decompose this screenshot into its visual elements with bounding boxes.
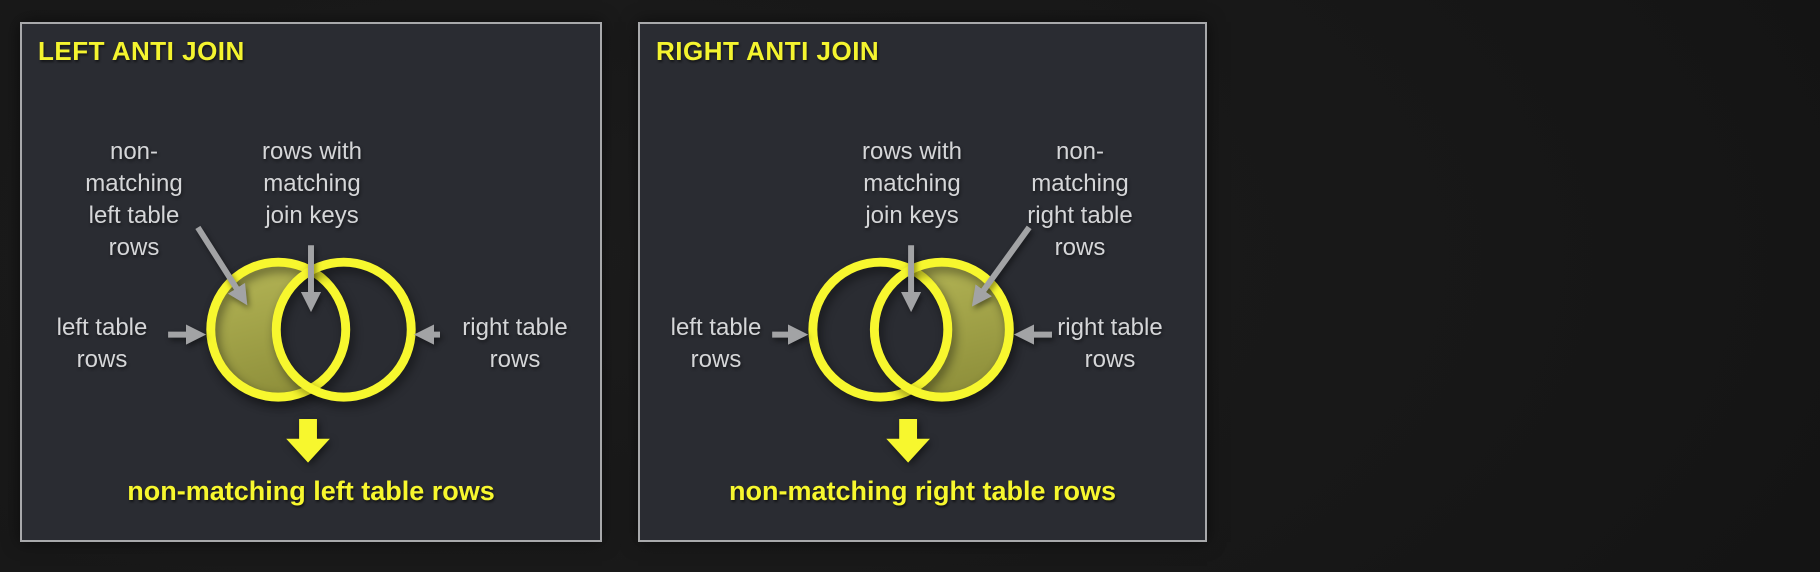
right-table-rows-label: right table rows — [1057, 314, 1163, 373]
result-down-arrow-icon — [886, 418, 930, 463]
right-circle-outline — [869, 257, 1014, 402]
left-table-rows-label: left table rows — [670, 314, 762, 373]
right-table-rows-label: right table rows — [462, 314, 568, 373]
matching-join-keys-label: rows with matching join keys — [861, 138, 963, 229]
right-anti-join-venn-diagram — [772, 225, 1052, 463]
panel-title: RIGHT ANTI JOIN — [656, 36, 880, 66]
non-matching-callout-arrow-icon — [195, 225, 248, 306]
left-table-rows-label: left table rows — [56, 314, 148, 373]
right-circle-outline — [271, 257, 416, 402]
result-label: non-matching left table rows — [127, 476, 495, 506]
left-anti-join-panel: LEFT ANTI JOIN non- matching left table … — [20, 22, 602, 542]
left-anti-join-venn-diagram — [168, 225, 440, 463]
matching-join-keys-label: rows with matching join keys — [261, 138, 363, 229]
panel-title: LEFT ANTI JOIN — [38, 36, 245, 66]
left-circle-outline — [206, 257, 351, 402]
non-matching-right-rows-label: non- matching right table rows — [1027, 138, 1133, 261]
non-matching-callout-arrow-icon — [971, 225, 1032, 307]
right-anti-join-panel: RIGHT ANTI JOIN rows with matching join … — [638, 22, 1207, 542]
result-down-arrow-icon — [286, 418, 330, 463]
result-label: non-matching right table rows — [728, 476, 1116, 506]
left-circle-outline — [808, 257, 953, 402]
non-matching-left-rows-label: non- matching left table rows — [85, 138, 183, 261]
